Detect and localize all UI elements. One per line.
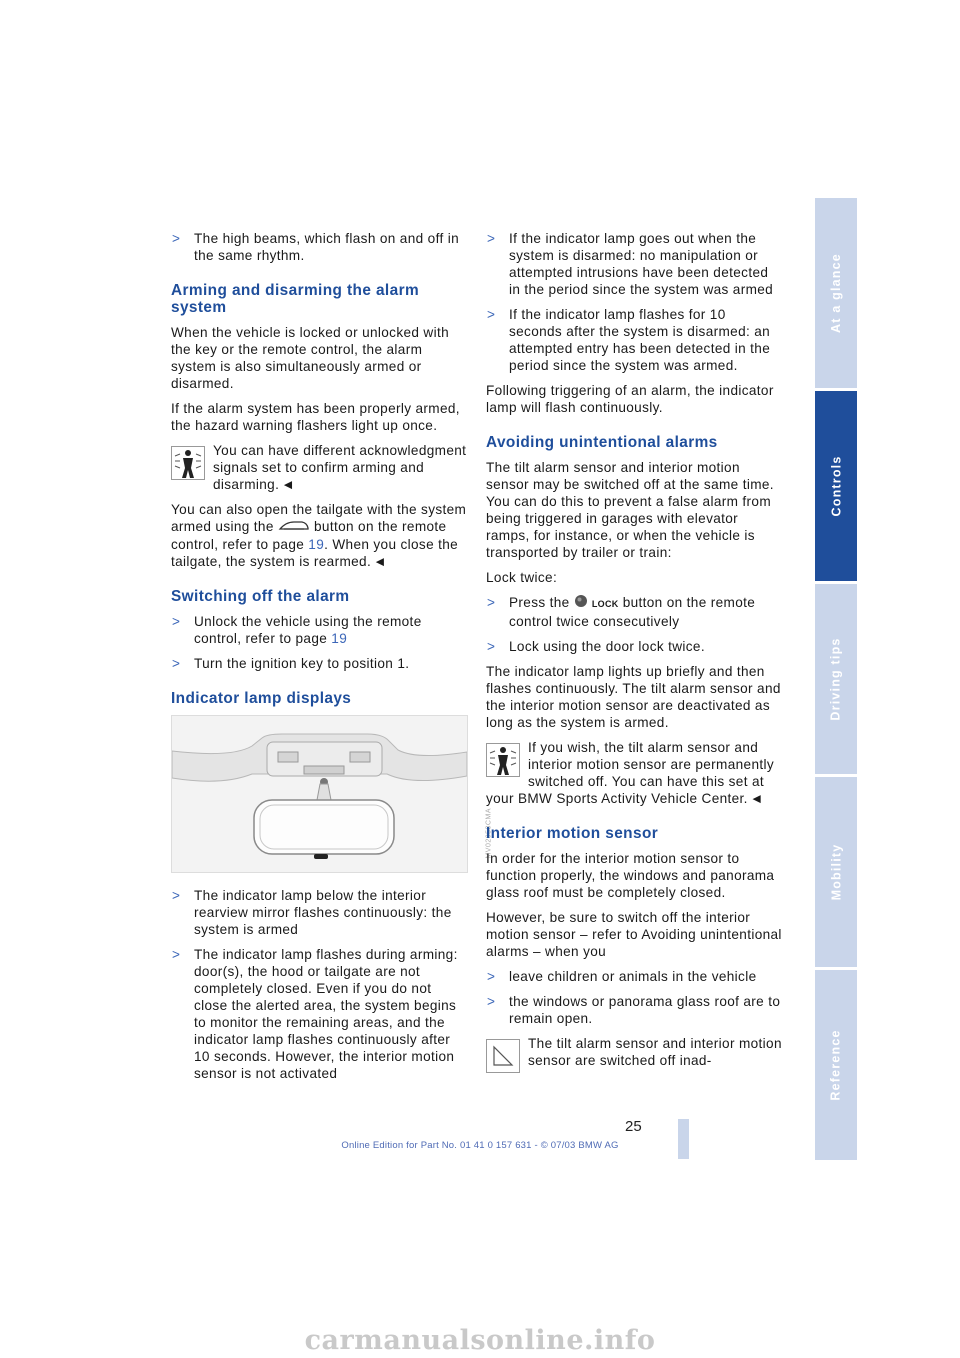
heading-avoiding: Avoiding unintentional alarms	[486, 434, 718, 451]
list-item: >If the indicator lamp goes out when the…	[487, 231, 774, 297]
list-item: >The indicator lamp flashes during armin…	[172, 946, 458, 1081]
tab-mobility[interactable]: Mobility	[815, 777, 857, 967]
list-item: >Press the LOCK button on the remote con…	[487, 594, 756, 629]
heading-switch-off: Switching off the alarm	[171, 587, 350, 605]
warning-triangle-icon	[486, 1039, 520, 1073]
list-item: >Unlock the vehicle using the remote con…	[172, 613, 422, 646]
heading-arming: Arming and disarming the alarm system	[171, 282, 420, 316]
tab-reference[interactable]: Reference	[815, 970, 857, 1160]
paragraph: However, be sure to switch off the inter…	[486, 910, 782, 959]
paragraph: Lock twice:	[486, 570, 558, 585]
rearview-mirror-illustration	[171, 715, 468, 872]
note-box: The tilt alarm sensor and interior motio…	[486, 1035, 782, 1073]
lock-button-icon	[574, 594, 588, 612]
paragraph: The tilt alarm sensor and interior motio…	[486, 460, 774, 560]
page-marker-bar	[678, 1119, 689, 1159]
list-item: >Lock using the door lock twice.	[487, 639, 705, 654]
note-box: You can have different acknowledgment si…	[171, 442, 467, 493]
paragraph: You can also open the tailgate with the …	[171, 502, 467, 569]
list-item: >The high beams, which flash on and off …	[172, 231, 459, 263]
tailgate-button-icon	[278, 519, 310, 536]
person-note-icon	[486, 743, 520, 777]
list-item: >the windows or panorama glass roof are …	[487, 994, 781, 1026]
watermark: carmanualsonline.info	[304, 1325, 656, 1356]
list-item: >leave children or animals in the vehicl…	[487, 969, 757, 984]
heading-indicator: Indicator lamp displays	[171, 689, 352, 707]
tab-controls[interactable]: Controls	[815, 391, 857, 581]
rearview-mirror-figure: MV02058CMA	[171, 714, 493, 873]
right-column: >If the indicator lamp goes out when the…	[486, 230, 782, 1077]
list-item: >The indicator lamp below the interior r…	[172, 887, 452, 937]
footer-edition-note: Online Edition for Part No. 01 41 0 157 …	[341, 1140, 619, 1151]
section-tabs: At a glance Controls Driving tips Mobili…	[815, 198, 857, 1160]
list-item: >Turn the ignition key to position 1.	[172, 655, 410, 671]
tab-driving-tips[interactable]: Driving tips	[815, 584, 857, 774]
paragraph: The indicator lamp lights up briefly and…	[486, 664, 781, 730]
person-note-icon	[171, 446, 205, 480]
paragraph: If the alarm system has been properly ar…	[171, 401, 460, 433]
left-column: >The high beams, which flash on and off …	[171, 230, 493, 1090]
page-link[interactable]: 19	[331, 630, 348, 646]
list-item: >If the indicator lamp flashes for 10 se…	[487, 307, 771, 373]
paragraph: Following triggering of an alarm, the in…	[486, 383, 774, 415]
paragraph: In order for the interior motion sensor …	[486, 851, 775, 900]
heading-motion-sensor: Interior motion sensor	[486, 825, 659, 842]
page-number: 25	[625, 1118, 642, 1135]
paragraph: When the vehicle is locked or unlocked w…	[171, 325, 449, 391]
tab-at-a-glance[interactable]: At a glance	[815, 198, 857, 388]
note-box: If you wish, the tilt alarm sensor and i…	[486, 740, 775, 806]
page-link[interactable]: 19	[308, 536, 325, 552]
